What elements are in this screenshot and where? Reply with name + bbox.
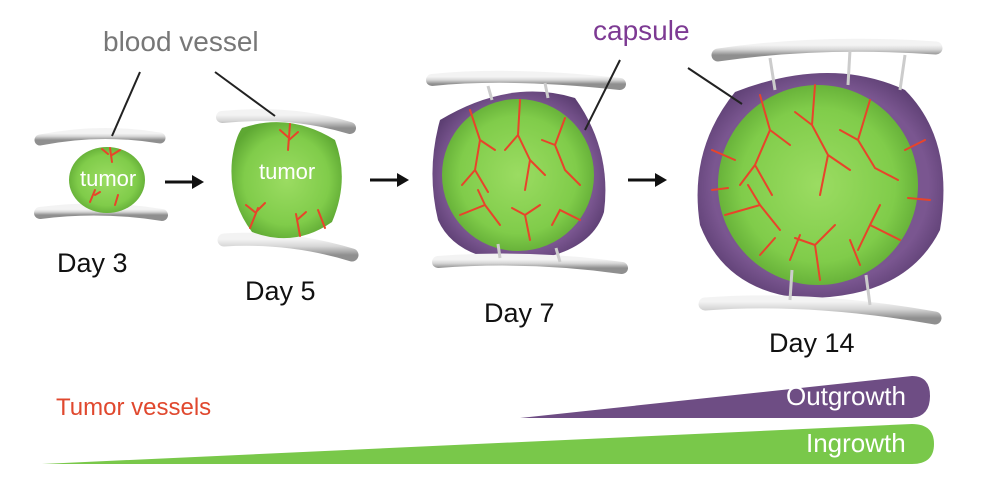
day-label-day5: Day 5 [245,276,316,306]
ingrowth-bar [42,424,934,464]
tumor-vessels-day5 [245,123,326,237]
tumor-vessels-day7 [459,99,581,241]
arrow-icon [165,175,204,189]
tumor-vessels-day3 [89,147,121,206]
blood-vessel-top-day14 [711,38,943,62]
capsule-label: capsule [593,15,690,46]
blood-vessel-top-day3 [34,127,166,146]
callout-lines [111,59,743,137]
outgrowth-bar [520,376,930,418]
tumor-label-day5: tumor [259,159,316,184]
callout-line-capsule-day7 [584,59,621,131]
blood-vessel-bottom-day5 [217,232,359,262]
stage-day14 [697,38,944,325]
connector-vessels-day14 [768,49,907,306]
day-label-day7: Day 7 [484,298,555,328]
arrow-icon [370,173,409,187]
progression-arrows [165,173,667,189]
callout-line-capsule-day14 [687,67,743,105]
tumor-vessels-label: Tumor vessels [56,394,212,421]
callout-line-vessel-day5 [214,71,276,117]
tumor-vessels-day14 [711,84,931,281]
blood-vessel-bottom-day7 [432,253,628,274]
connector-vessels-day7 [486,82,562,263]
blood-vessel-bottom-day14 [698,295,942,325]
stage-day7 [426,70,628,274]
stage-day3 [34,127,168,221]
blood-vessel-top-day5 [216,109,356,134]
callout-line-vessel-day3 [111,71,141,137]
tumor-day3 [69,147,145,213]
tumor-label-day3: tumor [80,166,137,191]
blood-vessel-label: blood vessel [103,26,259,57]
arrow-icon [628,173,667,187]
ingrowth-label: Ingrowth [806,428,906,458]
outgrowth-label: Outgrowth [786,381,906,411]
day-label-day3: Day 3 [57,248,128,278]
day-label-day14: Day 14 [769,328,855,358]
blood-vessel-top-day7 [426,70,626,90]
stage-day5 [216,109,359,262]
